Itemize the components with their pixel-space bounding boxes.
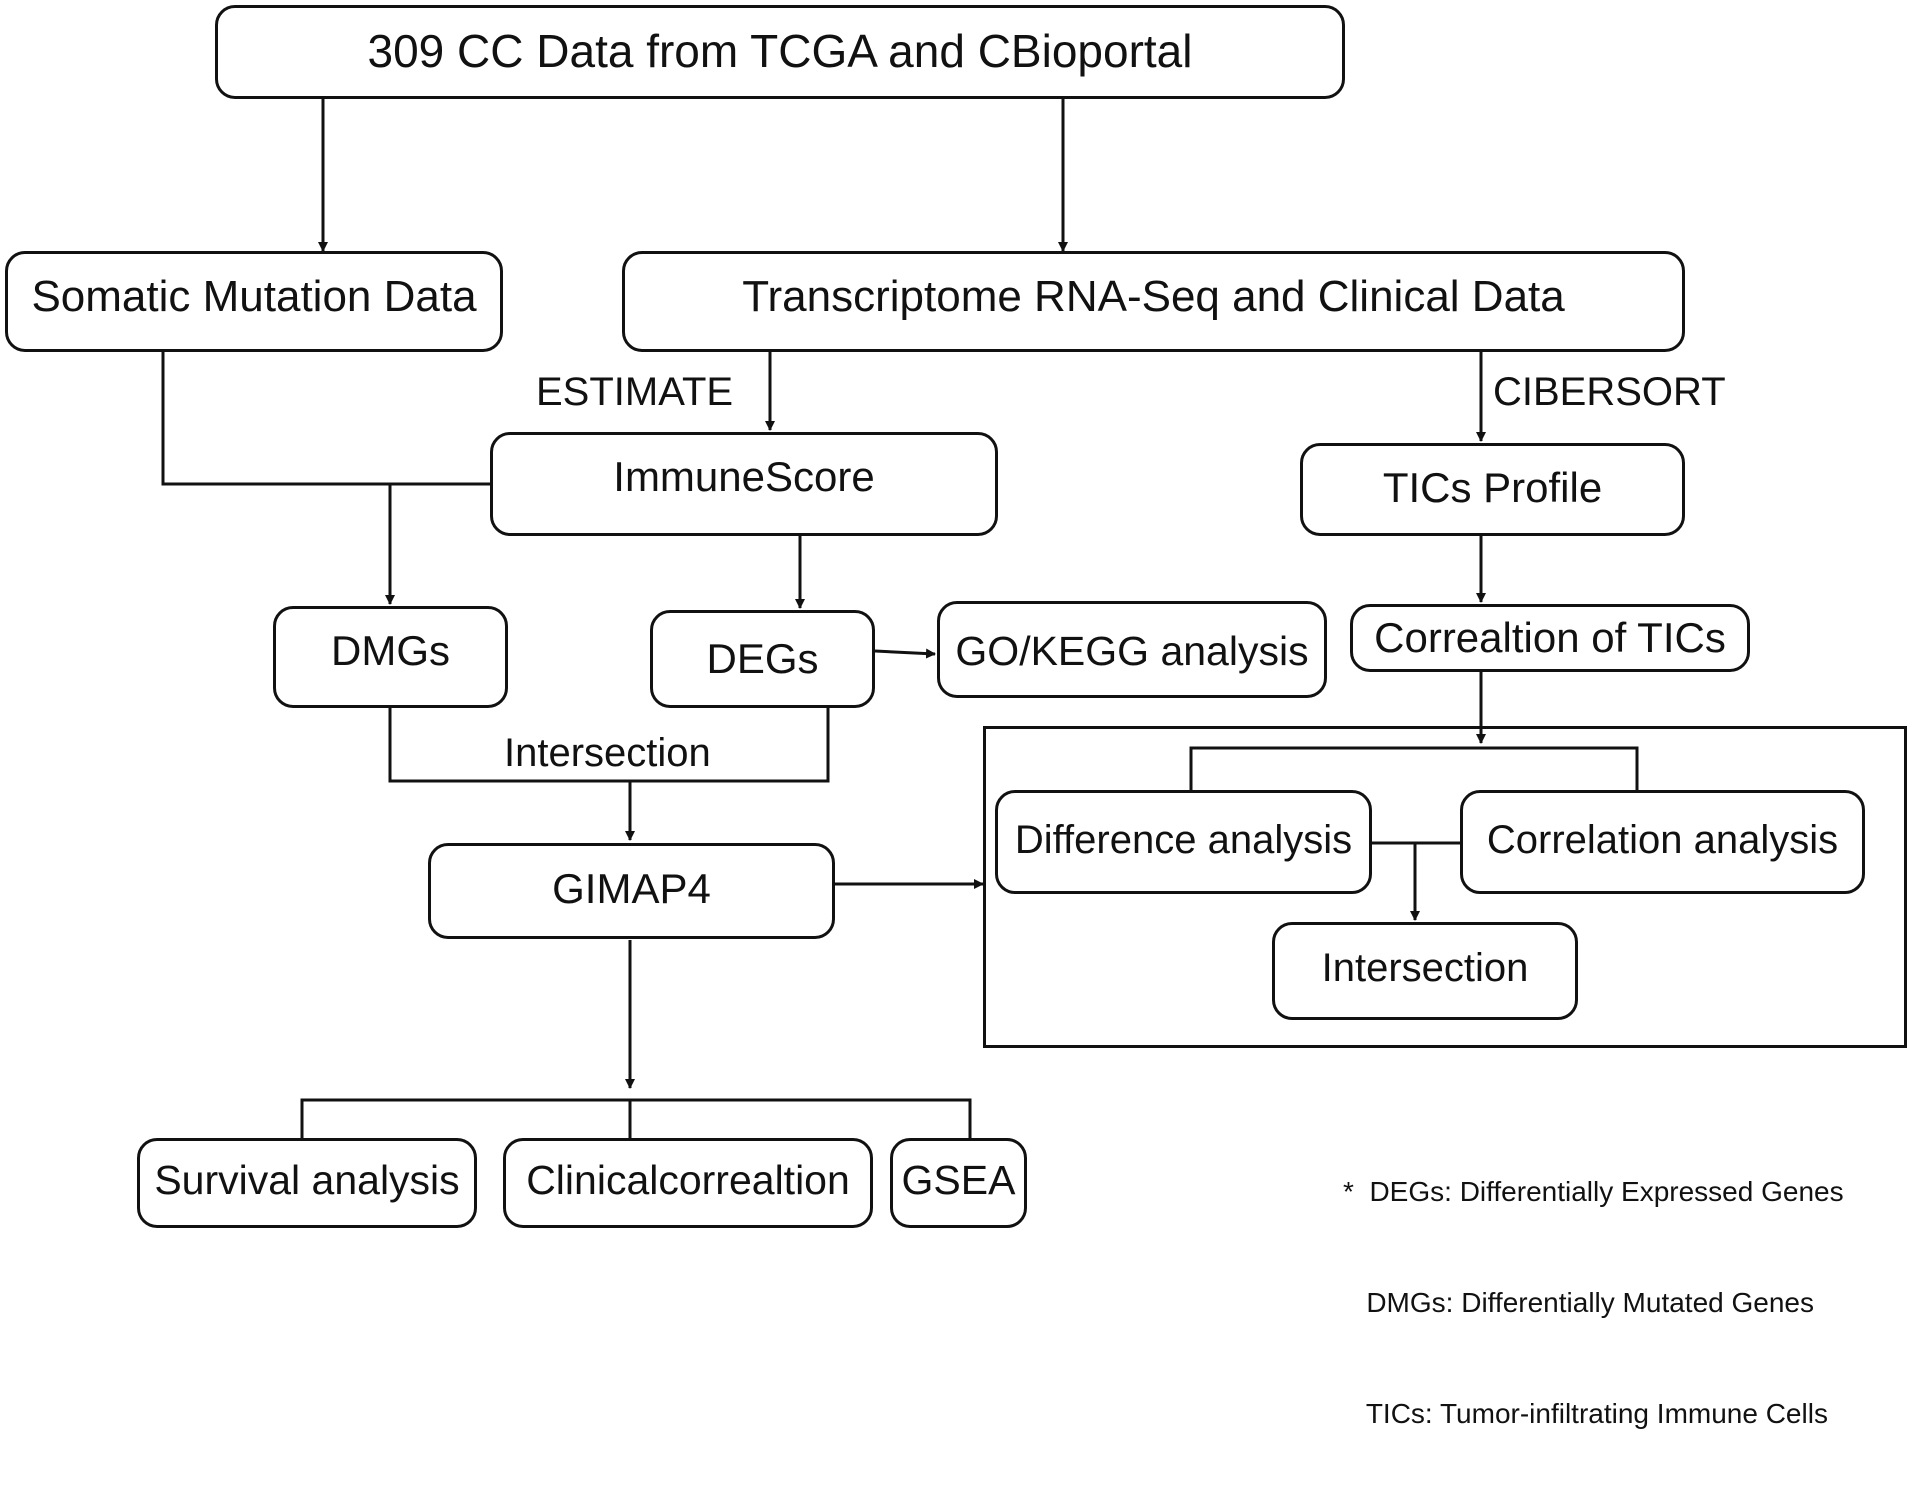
connector-lines	[161, 98, 1639, 1138]
node-degs: DEGs	[650, 610, 875, 708]
node-clinical-correlation: Clinicalcorrealtion	[503, 1138, 873, 1228]
node-correlation-of-tics: Correaltion of TICs	[1350, 604, 1750, 672]
node-gsea: GSEA	[890, 1138, 1027, 1228]
node-dmgs: DMGs	[273, 606, 508, 708]
node-difference-analysis: Difference analysis	[995, 790, 1372, 894]
legend-line-dmgs: DMGs: Differentially Mutated Genes	[1343, 1287, 1814, 1318]
arrow-degs-to-gokegg	[874, 648, 936, 659]
node-somatic-mutation: Somatic Mutation Data	[5, 251, 503, 352]
node-go-kegg: GO/KEGG analysis	[937, 601, 1327, 698]
legend-footnote: * DEGs: Differentially Expressed Genes D…	[1343, 1099, 1844, 1506]
node-transcriptome: Transcriptome RNA-Seq and Clinical Data	[622, 251, 1685, 352]
line-intersection-merge	[388, 708, 830, 783]
legend-line-tics: TICs: Tumor-infiltrating Immune Cells	[1343, 1398, 1828, 1429]
node-survival-analysis: Survival analysis	[137, 1138, 477, 1228]
line-somatic-to-immunescore	[161, 352, 490, 486]
label-estimate: ESTIMATE	[536, 370, 734, 414]
flowchart: 309 CC Data from TCGA and CBioportal Som…	[5, 5, 1907, 1429]
node-intersection-inner: Intersection	[1272, 922, 1578, 1020]
label-cibersort: CIBERSORT	[1493, 370, 1726, 414]
line-bottom-bracket	[300, 1098, 972, 1138]
line-frame-bracket	[1189, 746, 1639, 790]
analysis-frame	[983, 726, 1907, 1048]
node-tics-profile: TICs Profile	[1300, 443, 1685, 536]
node-gimap4: GIMAP4	[428, 843, 835, 939]
node-correlation-analysis: Correlation analysis	[1460, 790, 1865, 894]
node-data-source: 309 CC Data from TCGA and CBioportal	[215, 5, 1345, 99]
node-immunescore: ImmuneScore	[490, 432, 998, 536]
label-intersection: Intersection	[504, 731, 711, 775]
legend-line-degs: * DEGs: Differentially Expressed Genes	[1343, 1176, 1844, 1207]
